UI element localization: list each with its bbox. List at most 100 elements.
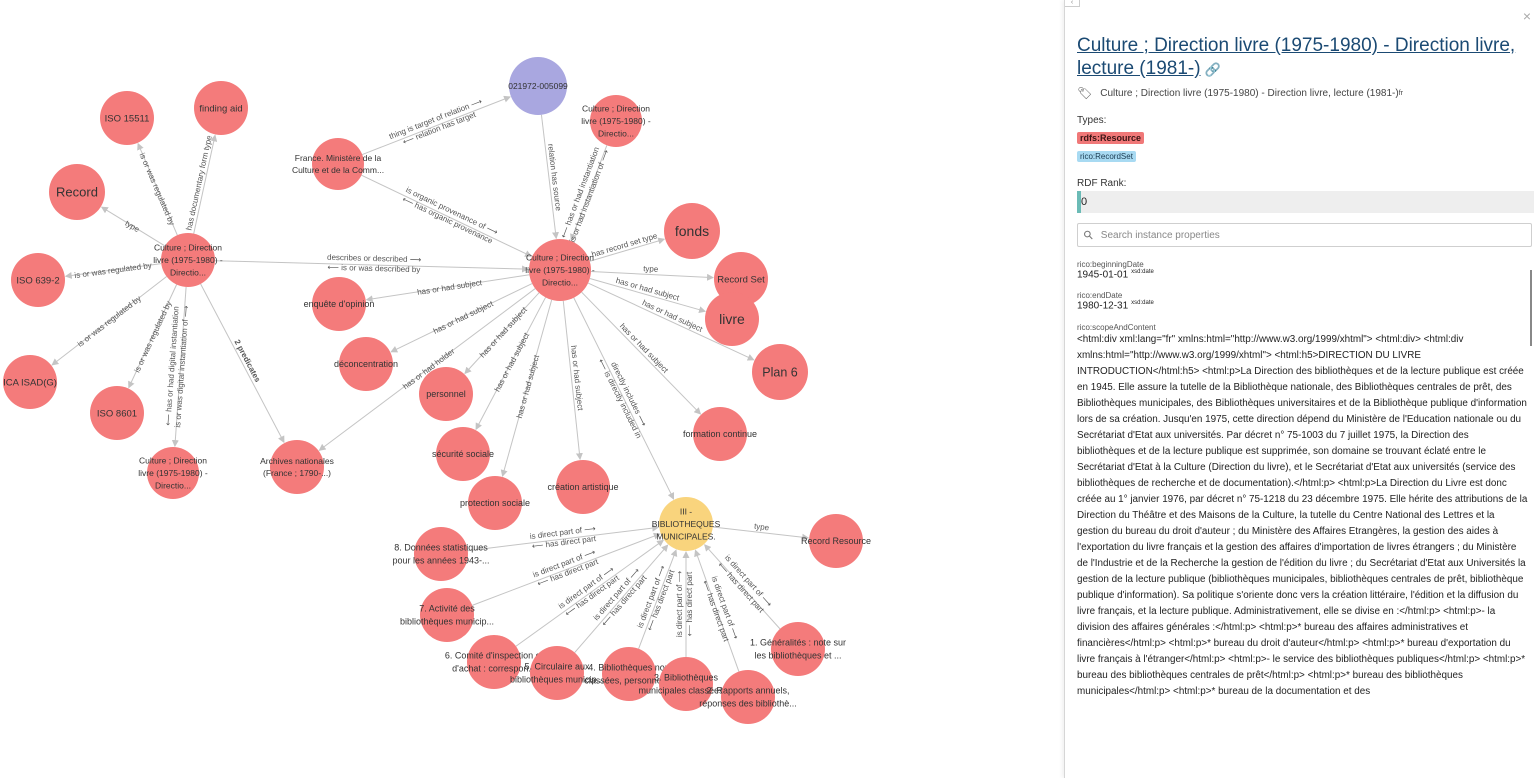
graph-edge[interactable] <box>467 524 660 552</box>
node-circle[interactable] <box>90 386 144 440</box>
graph-edge[interactable] <box>573 297 675 500</box>
graph-node-rapports[interactable]: 2. Rapports annuels,réponses des bibliot… <box>699 670 797 724</box>
node-circle[interactable] <box>3 355 57 409</box>
graph-edge[interactable] <box>214 260 530 273</box>
node-circle[interactable] <box>467 635 521 689</box>
graph-edge[interactable] <box>51 276 167 366</box>
graph-node-uri[interactable]: 021972-005099 <box>508 57 568 115</box>
graph-node-findingaid[interactable]: finding aid <box>194 81 248 135</box>
node-circle[interactable] <box>419 367 473 421</box>
graph-edge[interactable] <box>193 134 218 234</box>
close-panel-button[interactable]: × <box>1522 8 1531 24</box>
node-circle[interactable] <box>147 447 199 499</box>
node-circle[interactable] <box>468 476 522 530</box>
node-circle[interactable] <box>436 427 490 481</box>
graph-edge[interactable] <box>590 271 715 281</box>
node-circle[interactable] <box>809 514 863 568</box>
graph-node-enquete[interactable]: enquête d'opinion <box>304 277 375 331</box>
graph-edge[interactable] <box>64 263 162 279</box>
resource-title-text[interactable]: Culture ; Direction livre (1975-1980) - … <box>1077 35 1516 79</box>
properties-scrollbar[interactable] <box>1530 270 1532 346</box>
link-icon[interactable]: 🔗 <box>1204 62 1221 77</box>
graph-edge[interactable] <box>137 142 178 236</box>
graph-edge[interactable] <box>128 284 178 389</box>
graph-edge[interactable] <box>570 145 608 241</box>
graph-node-record[interactable]: Record <box>49 164 105 220</box>
graph-node-plan6[interactable]: Plan 6 <box>752 344 808 400</box>
graph-canvas[interactable]: thing is target of relation ⟶⟵ relation … <box>0 0 1064 778</box>
graph-edge[interactable] <box>587 282 755 361</box>
graph-edge[interactable] <box>589 237 666 262</box>
node-circle[interactable] <box>771 622 825 676</box>
node-circle[interactable] <box>312 277 366 331</box>
graph-node-recres[interactable]: Record Resource <box>801 514 871 568</box>
graph-edge[interactable] <box>171 286 187 448</box>
node-circle[interactable] <box>530 646 584 700</box>
node-circle[interactable] <box>339 337 393 391</box>
graph-edge[interactable] <box>365 274 530 303</box>
node-circle[interactable] <box>270 440 324 494</box>
node-circle[interactable] <box>659 497 713 551</box>
type-badge-rico-recordset[interactable]: rico:RecordSet <box>1077 151 1136 162</box>
graph-edge[interactable] <box>500 299 553 477</box>
graph-node-iso8601[interactable]: ISO 8601 <box>90 386 144 440</box>
graph-node-fonds[interactable]: fonds <box>664 203 720 259</box>
graph-edge[interactable] <box>200 283 285 444</box>
graph-edge[interactable] <box>712 526 810 541</box>
graph-edge[interactable] <box>574 544 669 653</box>
resource-title-link[interactable]: Culture ; Direction livre (1975-1980) - … <box>1077 34 1517 81</box>
graph-node-creation[interactable]: création artistique <box>547 460 619 514</box>
graph-edge[interactable] <box>694 549 740 672</box>
node-circle[interactable] <box>590 95 642 147</box>
graph-node-formation[interactable]: formation continue <box>683 407 757 461</box>
graph-node-personnel[interactable]: personnel <box>419 367 473 421</box>
node-circle[interactable] <box>705 292 759 346</box>
node-circle[interactable] <box>602 647 656 701</box>
node-circle[interactable] <box>664 203 720 259</box>
node-circle[interactable] <box>312 138 364 190</box>
graph-edge[interactable] <box>362 95 511 156</box>
collapse-panel-button[interactable]: ‹ <box>1065 0 1080 7</box>
graph-node-archives[interactable]: Archives nationales(France ; 1790-...) <box>260 440 334 494</box>
graph-edge[interactable] <box>638 549 678 649</box>
graph-node-livre[interactable]: livre <box>705 292 759 346</box>
graph-edge[interactable] <box>390 283 533 353</box>
graph-node-protection[interactable]: protection sociale <box>460 476 530 530</box>
graph-edge[interactable] <box>515 539 665 647</box>
node-circle[interactable] <box>420 588 474 642</box>
node-circle[interactable] <box>529 239 591 301</box>
property-search-box[interactable]: ⚲ <box>1077 223 1532 247</box>
graph-edge[interactable] <box>100 206 166 247</box>
graph-edge[interactable] <box>540 114 559 240</box>
graph-node-iso15511[interactable]: ISO 15511 <box>100 91 154 145</box>
node-circle[interactable] <box>509 57 567 115</box>
node-circle[interactable] <box>414 527 468 581</box>
graph-visualization[interactable]: thing is target of relation ⟶⟵ relation … <box>0 0 1064 778</box>
property-search-input[interactable] <box>1098 228 1531 242</box>
node-circle[interactable] <box>49 164 105 220</box>
graph-edge[interactable] <box>704 544 781 630</box>
node-circle[interactable] <box>100 91 154 145</box>
graph-edge[interactable] <box>589 278 707 314</box>
graph-edge[interactable] <box>475 297 546 431</box>
node-circle[interactable] <box>556 460 610 514</box>
graph-node-securite[interactable]: sécurité sociale <box>432 427 494 481</box>
node-circle[interactable] <box>752 344 808 400</box>
node-circle[interactable] <box>659 657 713 711</box>
graph-node-iso6392[interactable]: ISO 639-2 <box>11 253 65 307</box>
node-circle[interactable] <box>721 670 775 724</box>
type-badge-rdfs-resource[interactable]: rdfs:Resource <box>1077 132 1145 144</box>
node-circle[interactable] <box>693 407 747 461</box>
